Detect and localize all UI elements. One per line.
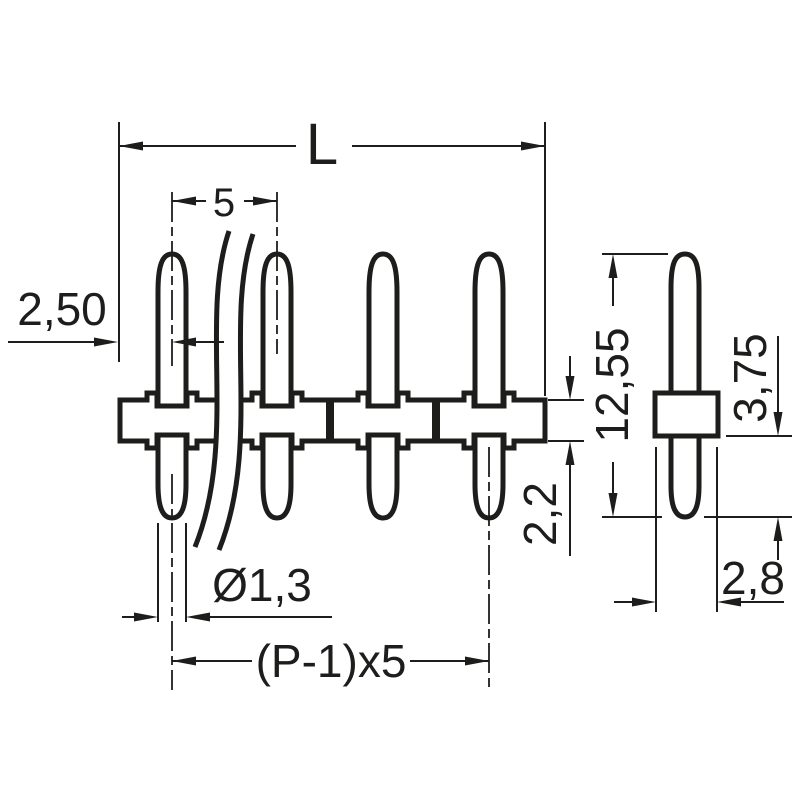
arrowhead xyxy=(465,656,489,666)
pin-3-top xyxy=(366,251,400,409)
pin-4 xyxy=(472,251,506,521)
dimension-insulator-depth: 2,8 xyxy=(614,447,785,612)
pin-2-bottom xyxy=(260,432,294,521)
arrowhead xyxy=(608,254,618,278)
dim-label-overall-pin-length: 12,55 xyxy=(586,327,638,442)
dim-label-pin-row-span: (P-1)x5 xyxy=(256,635,407,687)
pin-3 xyxy=(366,251,400,521)
dim-label-solder-tail: 3,75 xyxy=(724,333,776,423)
pin-3-bottom xyxy=(366,432,400,521)
dim-label-overall-length: L xyxy=(306,112,338,177)
dim-label-insulator-height: 2,2 xyxy=(514,482,566,546)
dimension-end-offset: 2,50 xyxy=(8,283,224,347)
side-pin-top xyxy=(668,251,702,396)
arrowhead xyxy=(632,597,656,607)
dimension-insulator-height: 2,2 xyxy=(514,356,584,556)
dimension-pin-diameter: Ø1,3 xyxy=(122,523,332,622)
front-view xyxy=(117,192,548,690)
arrowhead xyxy=(94,337,118,347)
pin-4-top xyxy=(472,251,506,409)
breakaway-slot-2 xyxy=(432,400,440,441)
arrowhead xyxy=(773,517,783,541)
dimension-overall-pin-length: 12,55 xyxy=(586,253,668,518)
dimension-solder-tail: 3,75 xyxy=(704,333,792,560)
side-pin-bottom xyxy=(668,433,702,520)
dimension-pitch: 5 xyxy=(172,181,277,225)
dim-label-insulator-depth: 2,8 xyxy=(721,552,785,604)
arrowhead xyxy=(521,141,545,151)
arrowhead xyxy=(565,376,575,400)
dim-label-end-offset: 2,50 xyxy=(17,283,107,335)
arrowhead xyxy=(172,196,196,206)
arrowhead xyxy=(608,493,618,517)
break-line-left xyxy=(192,230,232,548)
arrowhead xyxy=(172,337,196,347)
arrowhead xyxy=(119,141,143,151)
dim-label-pitch: 5 xyxy=(213,181,235,225)
arrowhead xyxy=(134,612,158,622)
dimension-pin-row-span: (P-1)x5 xyxy=(172,635,489,687)
breakaway-slot-1 xyxy=(326,400,334,441)
arrowhead xyxy=(773,412,783,436)
dimension-overall-length: L xyxy=(118,112,546,396)
side-insulator-body xyxy=(652,390,721,439)
arrowhead xyxy=(186,612,210,622)
side-view xyxy=(652,251,721,520)
break-line-right xyxy=(216,233,256,551)
arrowhead xyxy=(172,656,196,666)
arrowhead xyxy=(717,597,741,607)
dim-label-pin-diameter: Ø1,3 xyxy=(212,559,312,611)
arrowhead xyxy=(253,196,277,206)
arrowhead xyxy=(565,441,575,465)
